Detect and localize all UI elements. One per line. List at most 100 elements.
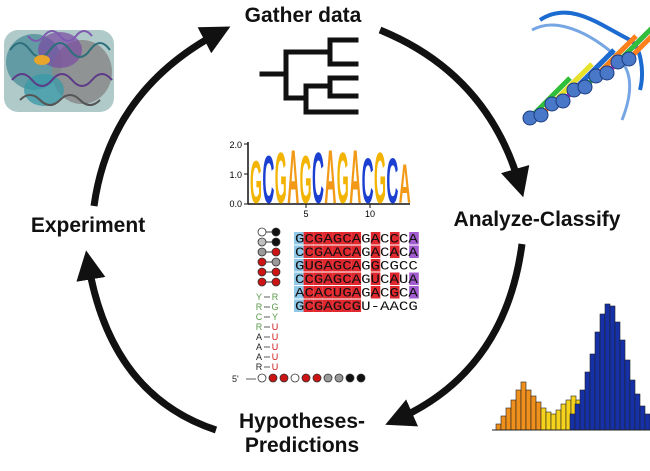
alignment-cell: [294, 232, 304, 245]
dna-bead: [599, 65, 615, 81]
alignment-cell: [313, 232, 323, 245]
alignment-cell: [322, 299, 333, 312]
alignment-cell: [303, 259, 314, 272]
rna-node: [257, 277, 267, 287]
dna-bead: [555, 93, 571, 109]
rna-tail-node: [334, 373, 344, 383]
alignment-cell: [399, 259, 410, 272]
hypotheses-line2: Predictions: [244, 434, 360, 457]
sequence-alignment: GCGAGCAGACCCACCGAACAGACACAGUGAGCAGGCGCCC…: [294, 232, 419, 314]
alignment-cell: [332, 232, 342, 245]
rna-base-right: U: [272, 322, 279, 332]
histogram-bar: [629, 379, 636, 431]
alignment-cell: [342, 245, 352, 258]
alignment-cell: [370, 272, 381, 285]
rna-node: [257, 227, 267, 237]
histogram-bar: [614, 321, 621, 431]
histogram-bar: [619, 339, 626, 431]
dna-bead: [621, 51, 637, 67]
rna-tail-node: [279, 373, 289, 383]
logo-letter: G: [275, 139, 287, 219]
cycle-arrows: [76, 26, 530, 434]
five-prime-label: 5': [232, 374, 239, 384]
rna-tail-node: [356, 373, 366, 383]
alignment-cell: [351, 299, 362, 312]
logo-ytick-1: 1.0: [229, 170, 242, 180]
logo-letter: A: [287, 134, 299, 219]
histogram-bar: [594, 331, 601, 431]
alignment-cell: [390, 232, 400, 245]
alignment-cell: [294, 286, 304, 299]
histogram-bar: [510, 399, 517, 431]
rna-node: [271, 267, 281, 277]
histogram-bar: [560, 403, 567, 431]
histogram-bar: [574, 403, 581, 431]
alignment-cell: [322, 259, 333, 272]
alignment-cell: [390, 299, 400, 312]
histogram-bar: [525, 389, 532, 431]
alignment-cell: [370, 245, 381, 258]
alignment-cell: [313, 259, 323, 272]
histogram-bar: [599, 313, 606, 431]
protein-structure-icon: [4, 30, 114, 112]
histogram-bar: [540, 407, 547, 431]
rna-base-right: G: [271, 302, 278, 312]
rna-base-left: R: [256, 362, 263, 372]
alignment-cell: [313, 286, 323, 299]
histogram-bar: [530, 395, 537, 431]
logo-letter: A: [324, 134, 336, 219]
rna-node: [257, 257, 267, 267]
alignment-cell: [332, 286, 342, 299]
alignment-cell: [370, 286, 381, 299]
histogram-bar: [624, 359, 631, 431]
rna-node: [271, 277, 281, 287]
alignment-cell: [303, 232, 314, 245]
alignment-row-text: GUGAGCAGGCGCC: [295, 260, 418, 274]
alignment-cell: [313, 245, 323, 258]
arrow-gather-to-analyze: [378, 26, 530, 198]
rna-base-left: A: [256, 352, 262, 362]
rna-base-left: C: [256, 312, 263, 322]
rna-base-right: Y: [272, 312, 278, 322]
histogram-bar: [545, 411, 552, 431]
rna-base-left: R: [256, 302, 263, 312]
phylogenetic-tree-icon: [259, 37, 359, 115]
alignment-cell: [322, 272, 333, 285]
alignment-cell: [399, 272, 410, 285]
histogram-bar: [535, 401, 542, 431]
alignment-cell: [380, 286, 390, 299]
alignment-cell: [342, 272, 352, 285]
logo-xtick-5: 5: [303, 209, 308, 219]
alignment-cell: [409, 286, 419, 299]
rna-node: [271, 257, 281, 267]
logo-letter: C: [312, 139, 324, 219]
histogram-bar: [609, 305, 616, 431]
alignment-cell: [342, 299, 352, 312]
logo-letter: G: [374, 139, 386, 219]
histogram-bar: [569, 413, 576, 431]
alignment-cell: [399, 286, 410, 299]
histogram-bar: [495, 423, 502, 431]
histogram-bar: [550, 413, 557, 431]
rna-tail-node: [345, 373, 355, 383]
analyze-classify-label: Analyze-Classify: [453, 208, 621, 231]
histogram-bar: [604, 303, 611, 431]
rna-tail-node: [312, 373, 322, 383]
rna-node: [271, 237, 281, 247]
dna-bead: [533, 107, 549, 123]
alignment-cell: [351, 232, 362, 245]
alignment-cell: [399, 299, 410, 312]
histogram-bar: [584, 371, 591, 431]
logo-letter: A: [349, 134, 361, 219]
rna-tail-node: [257, 373, 267, 383]
alignment-cell: [313, 299, 323, 312]
alignment-cell: [380, 299, 390, 312]
histogram-bar: [634, 393, 641, 431]
rna-node: [257, 237, 267, 247]
rna-node: [271, 247, 281, 257]
rna-node: [257, 247, 267, 257]
alignment-cell: [332, 272, 342, 285]
histogram-bar: [505, 407, 512, 431]
alignment-cell: [351, 259, 362, 272]
